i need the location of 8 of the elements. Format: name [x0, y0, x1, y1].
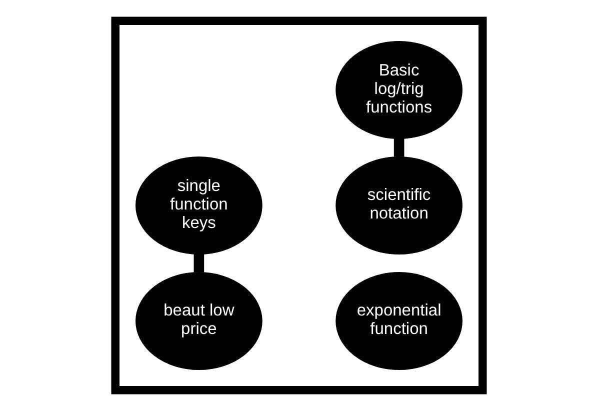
node-ellipse: scientific notation: [336, 156, 462, 254]
node-ellipse: beaut low price: [136, 272, 262, 370]
node-ellipse: Basic log/trig functions: [336, 40, 462, 139]
connector: [194, 254, 204, 272]
connector: [394, 138, 404, 157]
cluster: [111, 16, 487, 394]
node-ellipse: exponential function: [336, 272, 462, 370]
node-ellipse: single function keys: [136, 156, 262, 254]
